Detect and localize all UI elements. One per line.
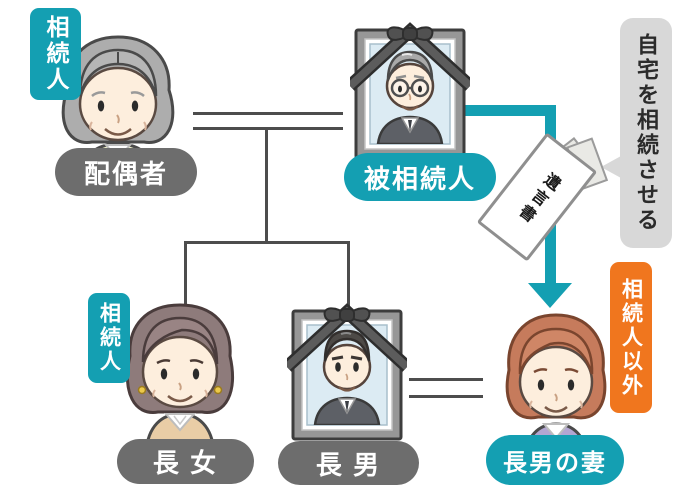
woman-icon <box>505 313 607 460</box>
sons-wife-label: 長男の妻 <box>486 435 624 485</box>
will-instruction-callout: 自宅を相続させる <box>620 18 672 248</box>
middle-aged-woman-icon <box>126 303 234 452</box>
heir-badge-spouse: 相続人 <box>30 8 81 100</box>
elderly-woman-icon <box>61 35 175 167</box>
callout-tail-icon <box>601 156 621 178</box>
heir-badge-text: 相続人 <box>97 302 121 374</box>
will-flow-arrow-icon <box>528 283 572 308</box>
eldest-daughter-label-text: 長 女 <box>152 448 219 478</box>
marriage-line-top-lower <box>193 127 343 130</box>
eldest-son-illustration <box>287 303 407 445</box>
son-drop-line <box>347 241 350 311</box>
mourning-ribbon-icon <box>350 22 470 91</box>
non-heir-badge-text: 相続人以外 <box>619 277 643 398</box>
spouse-label: 配偶者 <box>55 148 197 196</box>
sibling-line-horizontal <box>184 241 350 244</box>
will-title: 遺言書 <box>512 168 563 227</box>
eldest-son-label: 長 男 <box>278 441 419 485</box>
eldest-son-label-text: 長 男 <box>315 449 382 480</box>
decedent-label-text: 被相続人 <box>363 163 476 194</box>
spouse-illustration <box>48 32 188 167</box>
will-document: 遺言書 <box>476 132 609 262</box>
marriage-line-bottom-upper <box>409 378 483 381</box>
spouse-label-text: 配偶者 <box>83 158 168 189</box>
marriage-line-top-upper <box>193 112 343 115</box>
non-heir-badge: 相続人以外 <box>610 262 652 413</box>
eldest-daughter-illustration <box>110 300 250 452</box>
daughter-drop-line <box>184 241 187 313</box>
marriage-line-bottom-lower <box>409 395 483 398</box>
heir-badge-daughter: 相続人 <box>88 293 130 383</box>
memorial-photo-frame-icon <box>350 22 470 160</box>
will-instruction-text: 自宅を相続させる <box>634 33 659 233</box>
sons-wife-illustration <box>486 310 626 460</box>
mourning-ribbon-icon <box>287 303 407 372</box>
decedent-label: 被相続人 <box>344 153 496 201</box>
will-flow-line-horizontal <box>463 105 556 116</box>
eldest-daughter-label: 長 女 <box>117 439 254 484</box>
decedent-illustration <box>350 22 470 164</box>
sons-wife-label-text: 長男の妻 <box>503 449 607 477</box>
descent-line-vertical <box>265 127 268 243</box>
heir-badge-text: 相続人 <box>43 15 69 93</box>
memorial-photo-frame-icon <box>287 303 407 441</box>
